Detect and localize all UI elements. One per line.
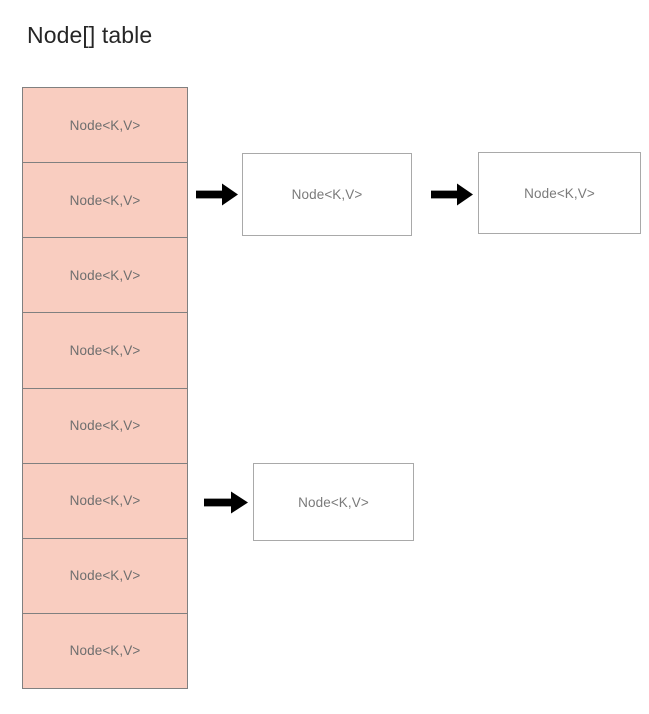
bucket-cell-label: Node<K,V> [69,418,141,434]
bucket-cell-label: Node<K,V> [69,643,141,659]
node-box-label: Node<K,V> [524,185,595,201]
arrow-right-icon [431,182,473,207]
node-box-label: Node<K,V> [291,187,363,202]
bucket-cell-2: Node<K,V> [22,237,188,314]
page-title: Node[] table [27,22,153,48]
arrow-right-icon [204,490,248,515]
bucket-cell-label: Node<K,V> [69,192,141,208]
bucket-array-table: Node<K,V> Node<K,V> Node<K,V> Node<K,V> … [22,87,188,689]
bucket-cell-label: Node<K,V> [69,493,141,509]
bucket-cell-4: Node<K,V> [22,387,188,464]
arrow-right-icon [196,182,238,207]
bucket-cell-6: Node<K,V> [22,537,188,614]
bucket-cell-label: Node<K,V> [69,267,141,283]
bucket-cell-0: Node<K,V> [22,87,188,164]
bucket-cell-1: Node<K,V> [22,162,188,239]
bucket-cell-label: Node<K,V> [69,117,141,133]
node-box-label: Node<K,V> [298,494,369,510]
node-box-chain2-first: Node<K,V> [253,463,414,541]
bucket-cell-3: Node<K,V> [22,312,188,389]
bucket-cell-7: Node<K,V> [22,612,188,689]
bucket-cell-label: Node<K,V> [69,342,141,358]
bucket-cell-5: Node<K,V> [22,462,188,539]
bucket-cell-label: Node<K,V> [69,568,141,584]
node-box-chain1-second: Node<K,V> [478,152,641,234]
node-box-chain1-first: Node<K,V> [242,153,412,236]
